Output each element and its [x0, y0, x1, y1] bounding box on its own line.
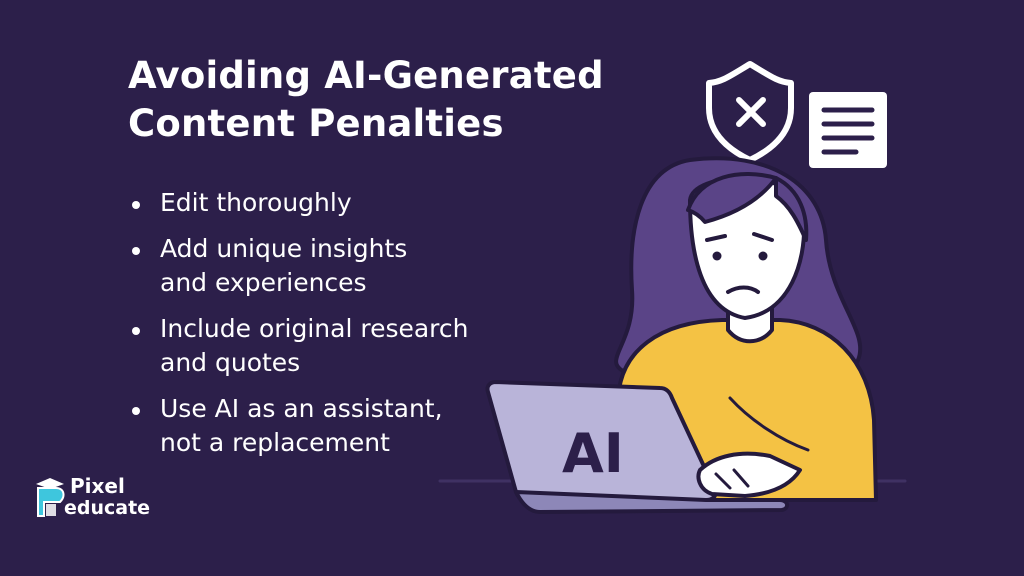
logo-mark-icon: [36, 478, 65, 517]
title-line-2: Content Penalties: [128, 102, 504, 145]
laptop-base: [514, 490, 789, 514]
bullet-item: Add unique insights and experiences: [128, 232, 548, 300]
bullet-text: and quotes: [160, 348, 301, 377]
slide-title: Avoiding AI-Generated Content Penalties: [128, 52, 604, 148]
logo-word-pixel: Pixel: [70, 474, 125, 498]
bullet-text: Include original research: [160, 314, 469, 343]
bullet-item: Edit thoroughly: [128, 186, 548, 220]
laptop: AI: [485, 380, 789, 514]
laptop-ai-label: AI: [562, 422, 624, 485]
bullet-item: Include original research and quotes: [128, 312, 548, 380]
pixel-educate-logo: Pixel educate: [32, 474, 152, 526]
bullet-list: Edit thoroughly Add unique insights and …: [128, 186, 548, 472]
document-icon: [809, 92, 887, 168]
bullet-text: Use AI as an assistant,: [160, 394, 443, 423]
shield-x-icon: [706, 61, 794, 163]
bullet-dot: [132, 327, 140, 335]
bullet-dot: [132, 407, 140, 415]
bullet-dot: [132, 247, 140, 255]
bullet-dot: [132, 201, 140, 209]
bullet-text: Edit thoroughly: [160, 188, 352, 217]
hand: [696, 451, 802, 498]
bullet-item: Use AI as an assistant, not a replacemen…: [128, 392, 548, 460]
bullet-text: Add unique insights: [160, 234, 408, 263]
bullet-text: not a replacement: [160, 428, 390, 457]
bullet-text: and experiences: [160, 268, 367, 297]
logo-word-educate: educate: [64, 497, 151, 519]
illustration: AI: [438, 61, 907, 514]
title-line-1: Avoiding AI-Generated: [128, 54, 604, 97]
